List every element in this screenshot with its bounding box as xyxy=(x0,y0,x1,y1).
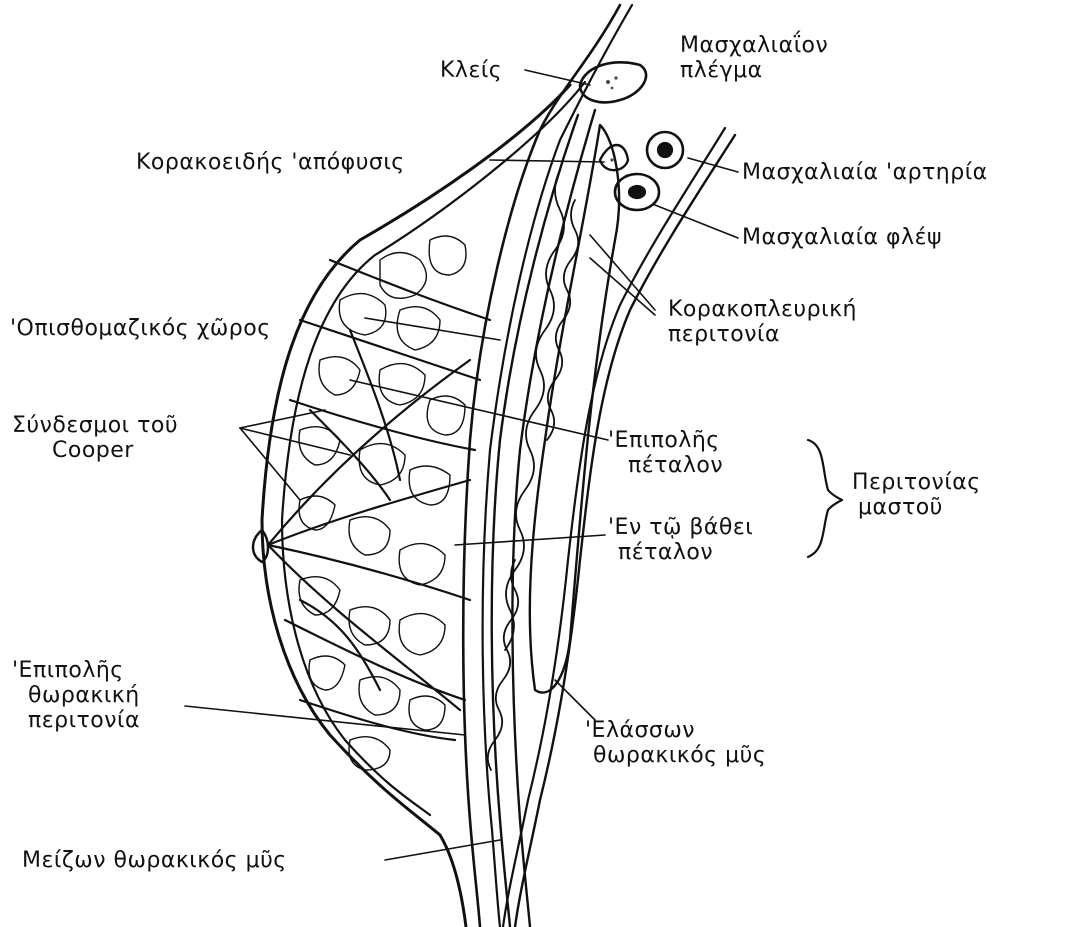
label-axillary-vein: Μασχαλιαία φλέψ xyxy=(742,225,942,250)
label-deep-layer: 'Εν τῷ βάθει πέταλον xyxy=(608,515,753,565)
pointer-cooper-2 xyxy=(240,428,350,455)
pointer-coracoid xyxy=(490,160,604,162)
breast-fascia-brace xyxy=(808,440,842,557)
breast-outline xyxy=(262,85,570,927)
label-cooper-ligaments-line-2: Cooper xyxy=(12,438,178,463)
label-clavipectoral-fascia: Κορακοπλευρική περιτονία xyxy=(668,297,857,347)
label-clavicle: Κλείς xyxy=(440,58,502,83)
label-breast-fascia: Περιτονίας μαστοῦ xyxy=(852,470,981,520)
cooper-ligament-3 xyxy=(268,545,470,600)
pectoralis-major-band-inner xyxy=(512,110,595,927)
cooper-ligament-2 xyxy=(268,480,470,545)
pointer-clavicle xyxy=(525,70,590,85)
label-superficial-thoracic-fascia-line-1: 'Επιπολῆς xyxy=(12,658,140,683)
nipple xyxy=(253,530,268,562)
label-deep-layer-line-2: πέταλον xyxy=(608,540,753,565)
label-clavipectoral-fascia-line-1: Κορακοπλευρική xyxy=(668,297,857,322)
label-pectoralis-minor-line-1: 'Ελάσσων xyxy=(585,718,766,743)
label-pectoralis-minor-line-2: θωρακικός μῦς xyxy=(585,743,766,768)
label-cooper-ligaments-line-1: Σύνδεσμοι τοῦ xyxy=(12,413,178,438)
label-axillary-plexus-line-2: πλέγμα xyxy=(680,58,828,83)
label-deep-layer-line-1: 'Εν τῷ βάθει xyxy=(608,515,753,540)
label-axillary-artery: Μασχαλιαία 'αρτηρία xyxy=(742,160,988,185)
label-axillary-plexus: Μασχαλιαΐον πλέγμα xyxy=(680,33,828,83)
skin-inner-line xyxy=(282,82,585,815)
label-axillary-plexus-line-1: Μασχαλιαΐον xyxy=(680,33,828,58)
label-superficial-thoracic-fascia-line-3: περιτονία xyxy=(12,708,140,733)
pointer-retromammary xyxy=(365,318,500,340)
pointer-fascia-2 xyxy=(590,258,655,315)
label-breast-fascia-line-2: μαστοῦ xyxy=(852,495,981,520)
label-superficial-layer: 'Επιπολῆς πέταλον xyxy=(608,428,723,478)
label-superficial-thoracic-fascia: 'Επιπολῆς θωρακική περιτονία xyxy=(12,658,140,733)
label-pectoralis-minor: 'Ελάσσων θωρακικός μῦς xyxy=(585,718,766,768)
label-superficial-thoracic-fascia-line-2: θωρακική xyxy=(12,683,140,708)
pointer-pectoralis-major xyxy=(385,840,500,860)
label-superficial-layer-line-1: 'Επιπολῆς xyxy=(608,428,723,453)
pointer-cooper-1 xyxy=(240,410,325,428)
label-clavipectoral-fascia-line-2: περιτονία xyxy=(668,322,857,347)
label-superficial-layer-line-2: πέταλον xyxy=(608,453,723,478)
label-pectoralis-major: Μείζων θωρακικός μῦς xyxy=(22,848,287,873)
label-coracoid-process: Κορακοειδής 'απόφυσις xyxy=(136,150,405,175)
label-retromammary-space: 'Οπισθομαζικός χῶρος xyxy=(10,316,271,341)
label-cooper-ligaments: Σύνδεσμοι τοῦ Cooper xyxy=(12,413,178,463)
label-breast-fascia-line-1: Περιτονίας xyxy=(852,470,981,495)
